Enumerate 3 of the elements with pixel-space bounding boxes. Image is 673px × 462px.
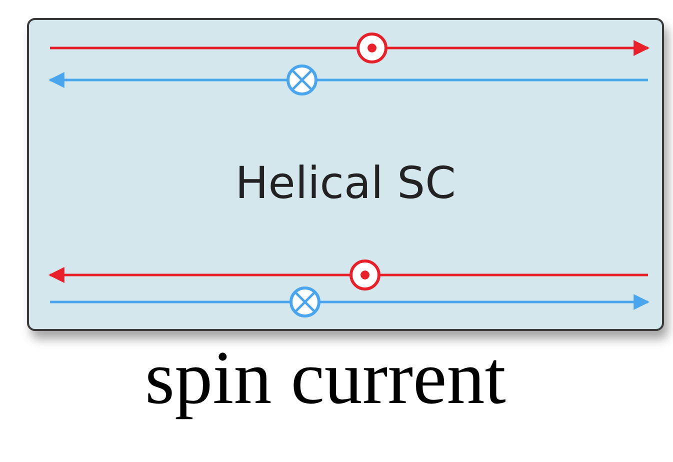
- process-box: [27, 18, 664, 331]
- caption: spin current: [145, 335, 506, 422]
- node-title: Helical SC: [234, 158, 457, 209]
